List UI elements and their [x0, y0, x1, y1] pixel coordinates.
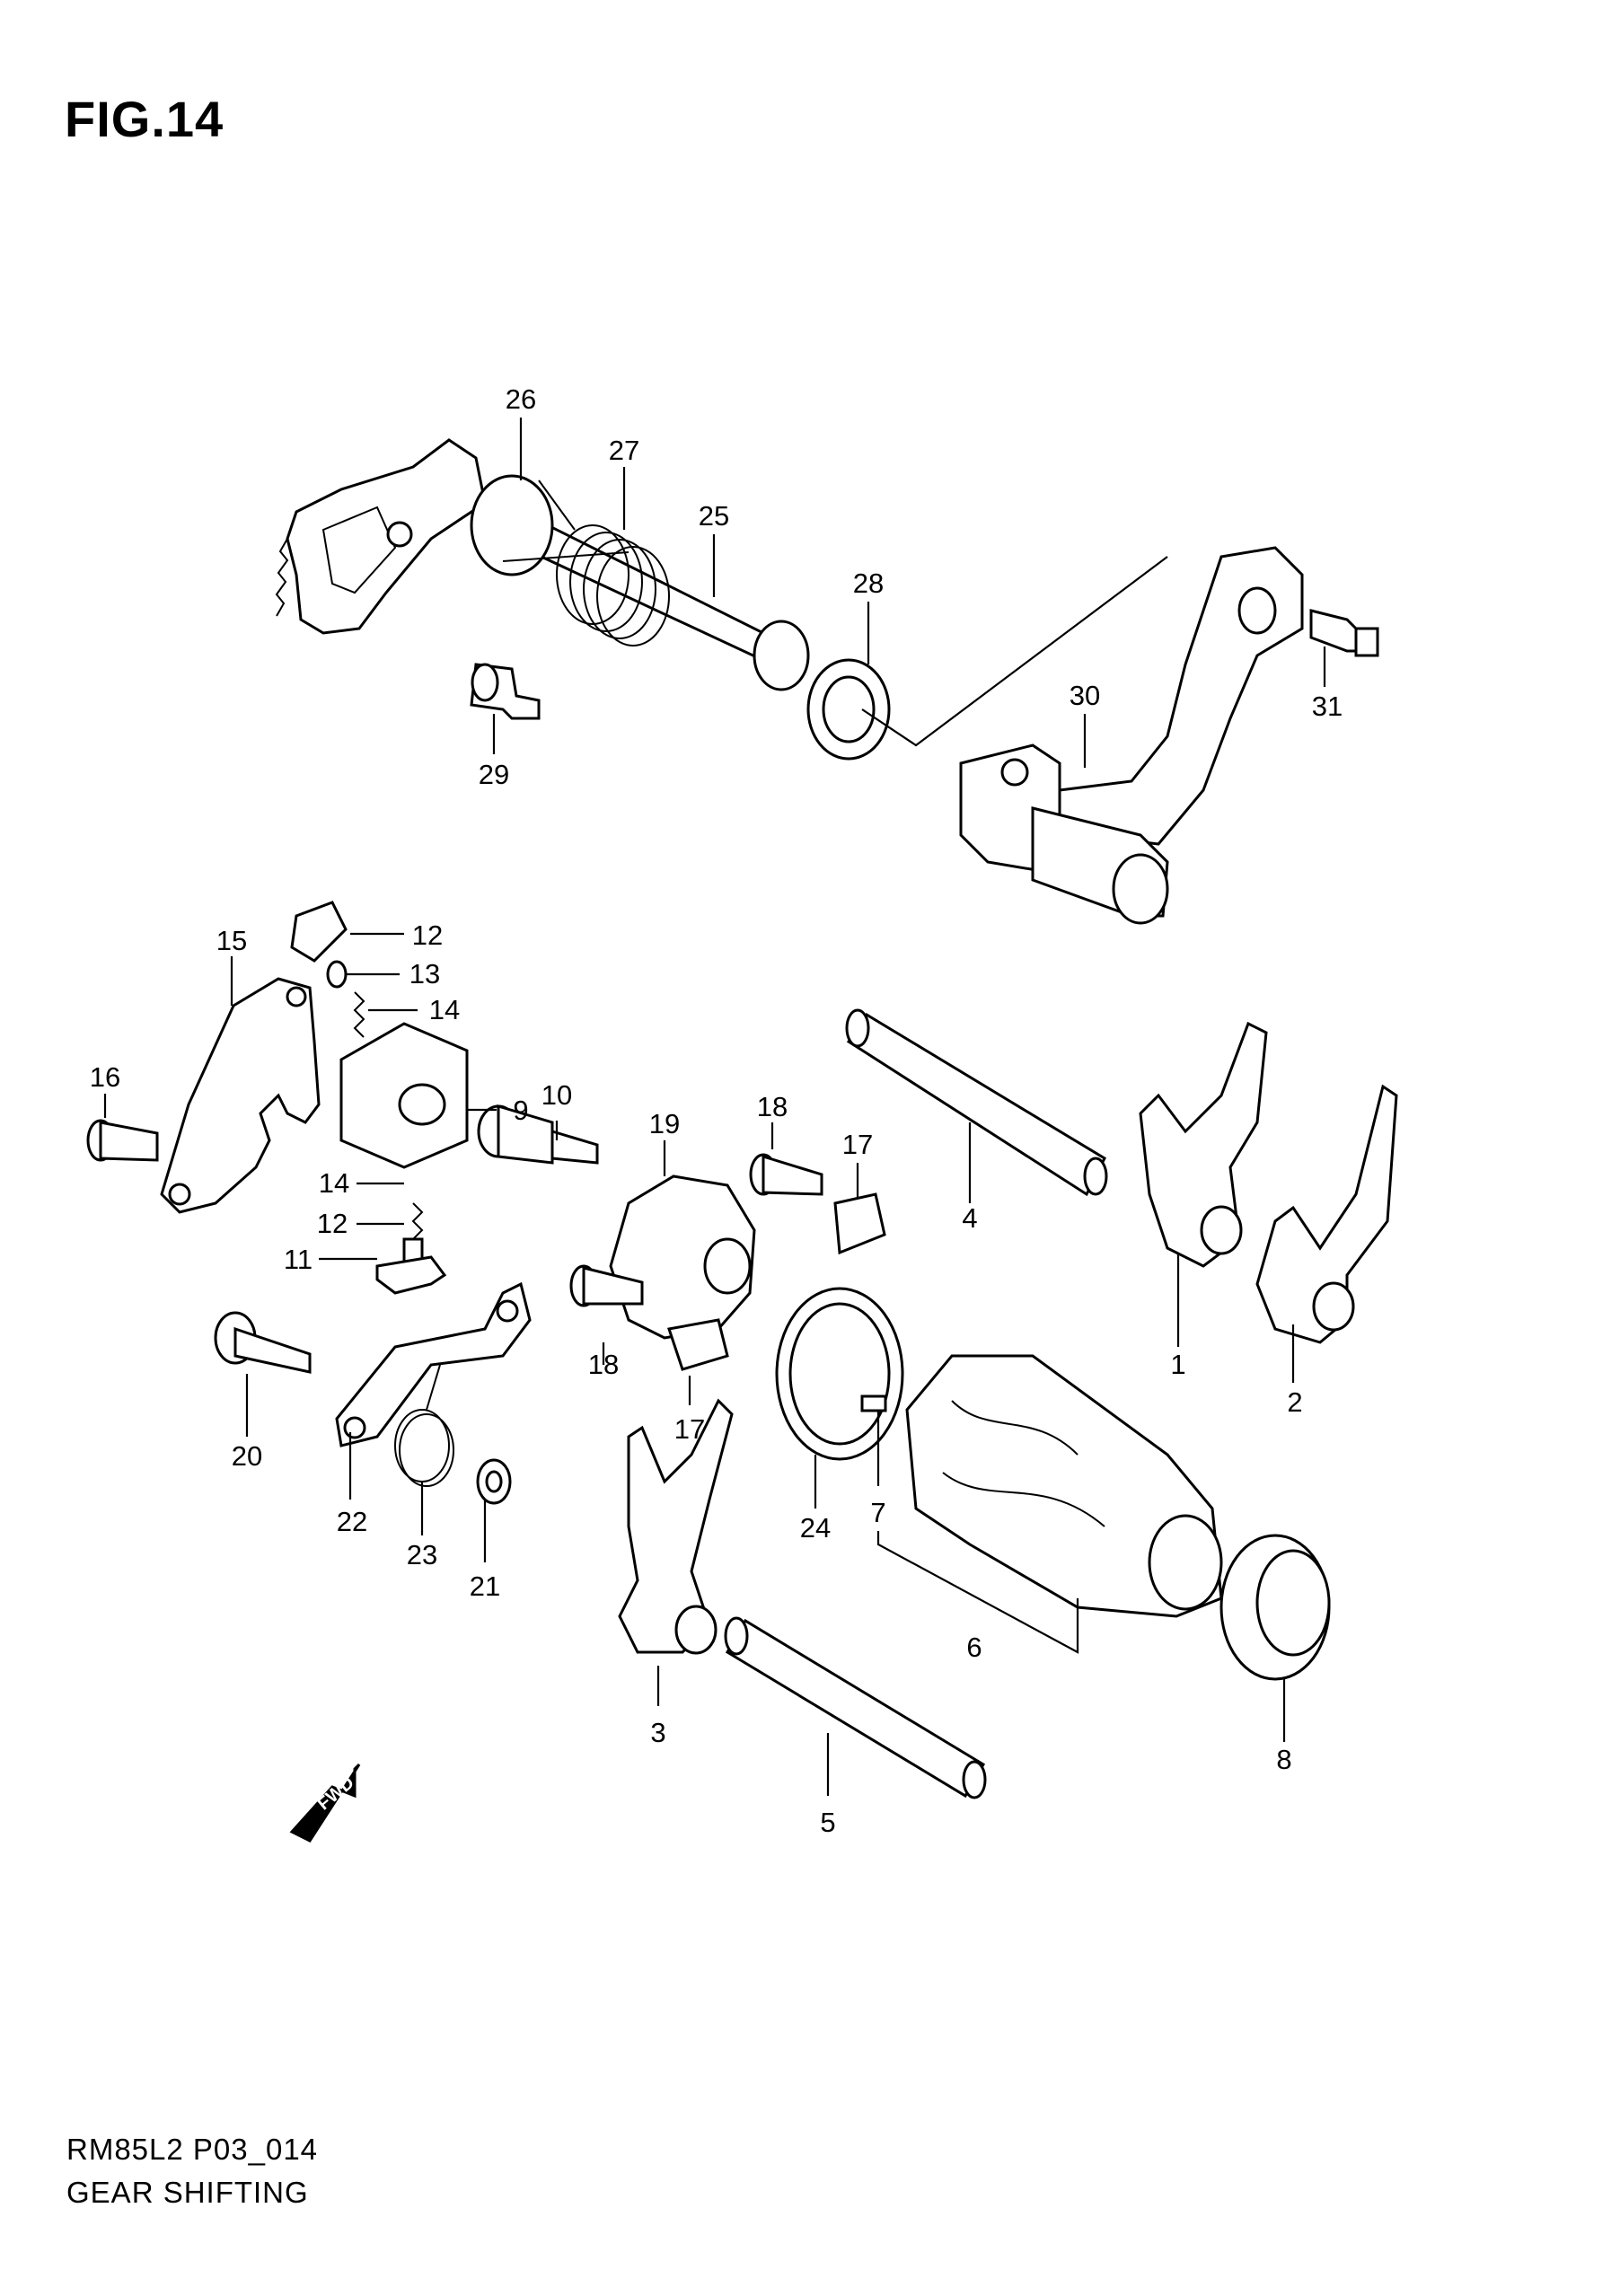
callout-label: 10 [541, 1079, 572, 1111]
gearshift-cam-drum [905, 1354, 1223, 1618]
callout-label: 19 [649, 1108, 680, 1139]
oil-seal-28 [806, 658, 891, 761]
bearing-24 [775, 1287, 904, 1461]
shift-plate-11 [375, 1255, 447, 1295]
callout-label: 6 [966, 1632, 982, 1663]
callout-label: 12 [317, 1208, 348, 1239]
cam-plate-19 [609, 1174, 756, 1340]
callout-label: 2 [1287, 1386, 1302, 1418]
cam-guide-17-right [833, 1192, 886, 1255]
figure-title: FIG.14 [65, 91, 225, 147]
bearing-8 [1219, 1534, 1331, 1681]
gear-shift-pedal [959, 546, 1304, 925]
pin-7 [860, 1394, 887, 1412]
spring-14-upper [353, 991, 365, 1038]
callout-label: 24 [800, 1512, 831, 1544]
diagram-code: RM85L2 P03_014 [66, 2133, 319, 2166]
callout-label: 1 [1170, 1349, 1185, 1380]
callout-label: 11 [284, 1244, 313, 1275]
callout-label: 27 [609, 435, 639, 466]
shift-fork-2 [1255, 1084, 1398, 1344]
callout-label: 28 [853, 567, 884, 599]
shift-fork-3 [618, 1398, 734, 1654]
washer-21 [476, 1458, 512, 1505]
spring-14-lower [411, 1202, 424, 1240]
callout-label: 16 [90, 1061, 120, 1093]
stopper-cap-12-upper [290, 901, 348, 963]
diagram-caption: GEAR SHIFTING [66, 2176, 309, 2209]
callout-label: 4 [962, 1202, 977, 1234]
bolt-31 [1309, 609, 1379, 657]
callout-label: 7 [870, 1497, 885, 1528]
gear-shift-shaft-assembly [275, 438, 1379, 925]
callout-label: 20 [232, 1440, 262, 1472]
callout-label: 26 [506, 383, 536, 415]
callout-label: 14 [429, 994, 460, 1025]
shift-pin-29 [470, 663, 541, 720]
callout-label: 3 [650, 1717, 665, 1748]
gearshift-cam-stopper-assembly [86, 901, 599, 1505]
cam-guide-17-lower [667, 1318, 729, 1371]
leader-lines [103, 418, 1326, 1796]
gearshift-cam-plate-assembly [569, 1153, 886, 1371]
return-spring [502, 479, 670, 647]
callout-label: 17 [842, 1129, 873, 1160]
callout-label: 30 [1070, 680, 1100, 711]
fork-shaft-4 [845, 1008, 1108, 1197]
callout-label: 12 [412, 919, 443, 951]
callout-label: 21 [470, 1570, 500, 1602]
fork-shaft-5 [724, 1616, 987, 1799]
shift-fork-1 [1139, 1021, 1268, 1268]
forward-direction-badge: FWD [289, 1763, 361, 1843]
bolt-16 [86, 1119, 159, 1162]
callout-label: 14 [319, 1167, 349, 1199]
callout-label: 15 [216, 925, 247, 956]
callout-label: 17 [674, 1413, 705, 1445]
callout-label: 31 [1312, 691, 1343, 722]
callout-label: 29 [479, 759, 509, 790]
pawl-lifter-22 [335, 1281, 532, 1447]
callout-label: 9 [513, 1095, 528, 1126]
callout-label: 18 [588, 1349, 619, 1380]
callout-label: 5 [820, 1807, 835, 1838]
bolt-20 [214, 1311, 312, 1374]
callout-label: 8 [1276, 1744, 1291, 1775]
pin-13 [326, 960, 348, 989]
callout-label: 22 [337, 1506, 367, 1537]
callout-label: 25 [699, 500, 729, 532]
callout-label: 18 [757, 1091, 788, 1122]
cam-stopper [339, 1022, 469, 1169]
callout-labels: 1 2 3 4 5 6 7 8 9 10 11 12 12 13 14 14 1… [90, 383, 1343, 1838]
callout-label: 23 [407, 1539, 437, 1570]
screw-18-right [749, 1153, 823, 1196]
callout-label: 13 [409, 958, 440, 990]
screw-18-left [569, 1264, 644, 1307]
bolt-10 [477, 1104, 599, 1165]
